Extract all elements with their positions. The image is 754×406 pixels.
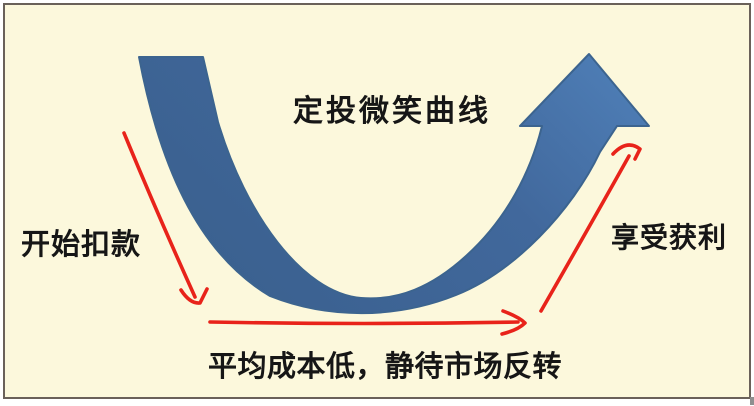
diagram-title: 定投微笑曲线 — [293, 95, 491, 128]
label-enjoy-profit: 享受获利 — [611, 222, 728, 253]
label-low-average-cost: 平均成本低，静待市场反转 — [208, 351, 563, 383]
label-start-deduction: 开始扣款 — [21, 229, 142, 261]
diagram-canvas — [3, 3, 751, 399]
resize-handle-mark — [750, 397, 754, 405]
